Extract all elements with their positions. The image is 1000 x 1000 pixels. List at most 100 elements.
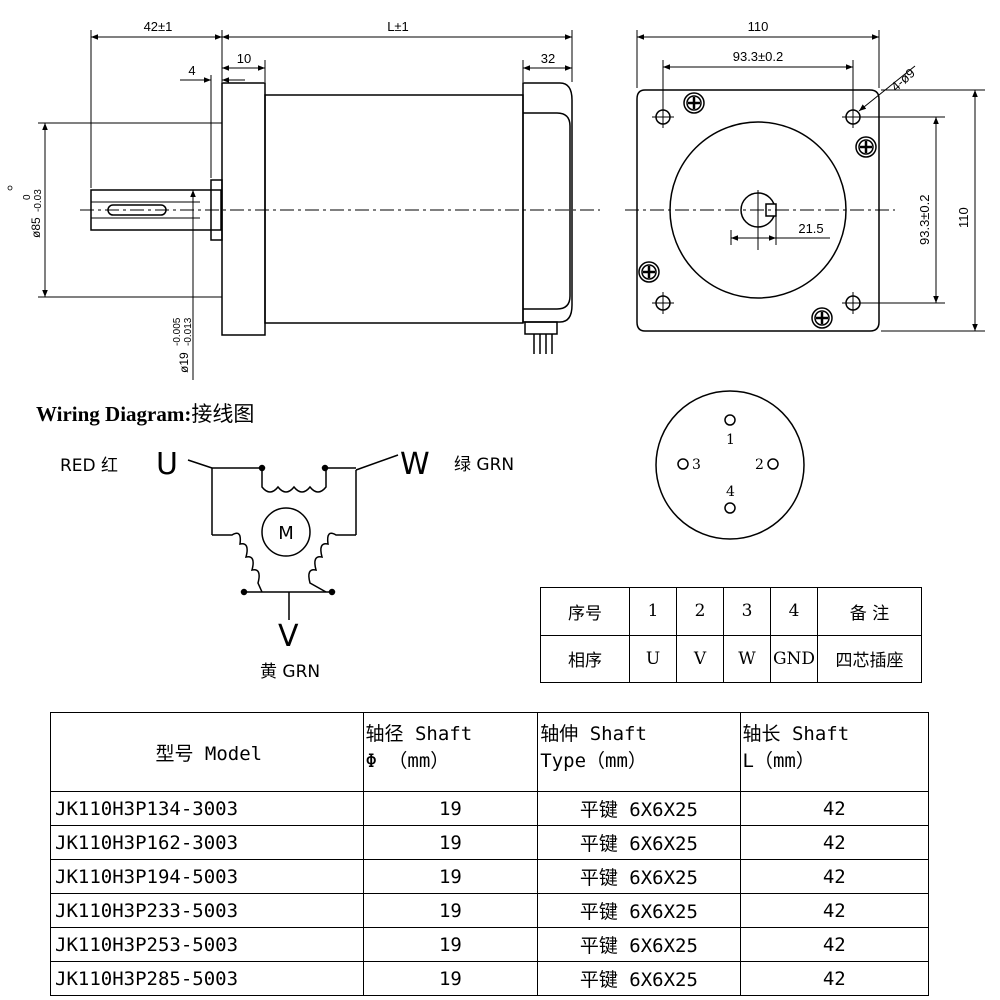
dim-boss: 4 [188, 63, 195, 78]
wiring-labels: RED 红 U W 绿 GRN V 黄 GRN M [60, 447, 514, 682]
header-text: 轴长 Shaft [742, 723, 850, 745]
model-cell: JK110H3P194-5003 [50, 859, 364, 894]
pin-4-label: 4 [726, 484, 735, 500]
pin-cell: U [629, 634, 677, 683]
shaft-len-cell: 42 [739, 859, 930, 894]
shaft-type-cell: 平键 6X6X25 [537, 791, 741, 826]
pin-cell: 4 [770, 587, 818, 636]
dim-body-length: L±1 [387, 19, 409, 34]
shaft-type-cell: 平键 6X6X25 [537, 825, 741, 860]
pin-2 [767, 458, 779, 470]
pin-table-row: 序号 1 2 3 4 备 注 [540, 587, 922, 636]
pin-cell: 3 [723, 587, 771, 636]
shaft-len-cell: 42 [739, 927, 930, 962]
wiring-title-en: Wiring Diagram: [36, 402, 192, 426]
dim-pilot-dia: ø85 [29, 217, 43, 238]
shaft-dia-cell: 19 [362, 859, 539, 894]
wiring-diagram [187, 454, 399, 620]
pin-cell: 1 [629, 587, 677, 636]
front-flange [636, 89, 880, 332]
shaft-type-cell: 平键 6X6X25 [537, 961, 741, 996]
connector-diagram [655, 390, 805, 540]
side-view [7, 30, 600, 380]
pin-cell: W [723, 634, 771, 683]
shaft-type-cell: 平键 6X6X25 [537, 859, 741, 894]
shaft-dia-cell: 19 [362, 791, 539, 826]
table-row: JK110H3P285-5003 19 平键 6X6X25 42 [50, 961, 930, 996]
dim-rear: 32 [541, 51, 555, 66]
screw-icon [855, 136, 877, 158]
header-text: Φ （mm） [365, 750, 450, 772]
dim-height: 110 [956, 207, 971, 228]
motor-symbol [261, 507, 311, 557]
pin-cell: 序号 [540, 587, 630, 636]
w-phase-label: 绿 GRN [454, 455, 514, 475]
header-shaft-dia: 轴径 Shaft Φ （mm） [362, 712, 539, 792]
u-phase-label: RED 红 [60, 456, 118, 476]
v-phase-label: 黄 GRN [260, 662, 320, 682]
model-cell: JK110H3P233-5003 [50, 893, 364, 928]
pin-cell: GND [770, 634, 818, 683]
header-text: Type（mm） [540, 750, 647, 772]
coil-right [308, 532, 356, 593]
connector-labels: 1 2 3 4 [692, 432, 764, 500]
pin-3-label: 3 [692, 457, 701, 473]
dim-shaft-tol-dn: -0.013 [183, 317, 194, 346]
table-row: JK110H3P233-5003 19 平键 6X6X25 42 [50, 893, 930, 928]
v-phase-letter: V [278, 619, 299, 654]
pin-cell: 相序 [540, 634, 630, 683]
table-row: JK110H3P194-5003 19 平键 6X6X25 42 [50, 859, 930, 894]
dim-hole-span-v: 93.3±0.2 [917, 194, 932, 245]
pin-cell: 2 [676, 587, 724, 636]
rear-cap [522, 82, 573, 323]
header-model: 型号 Model [50, 712, 364, 792]
u-phase-letter: U [156, 447, 178, 482]
header-text: 轴径 Shaft [365, 723, 473, 745]
dim-flange-thickness: 10 [237, 51, 251, 66]
shaft-dia-cell: 19 [362, 961, 539, 996]
dim-pilot-tol-up: 0 [22, 194, 33, 200]
table-row: JK110H3P253-5003 19 平键 6X6X25 42 [50, 927, 930, 962]
model-cell: JK110H3P285-5003 [50, 961, 364, 996]
shaft-dia-cell: 19 [362, 927, 539, 962]
pin-cell: 四芯插座 [817, 634, 922, 683]
coil-top [261, 468, 327, 493]
dim-shaft-dia: ø19 [177, 352, 191, 373]
connector-outline [655, 390, 805, 540]
screw-icon [638, 261, 660, 283]
table-row: JK110H3P162-3003 19 平键 6X6X25 42 [50, 825, 930, 860]
wiring-title-cn: 接线图 [191, 402, 255, 426]
pin-4 [724, 502, 736, 514]
pin-1-label: 1 [726, 432, 735, 448]
table-row: JK110H3P134-3003 19 平键 6X6X25 42 [50, 791, 930, 826]
shaft-dia-cell: 19 [362, 893, 539, 928]
motor-flange [221, 82, 266, 336]
w-phase-letter: W [400, 447, 430, 482]
screw-icon [811, 307, 833, 329]
shaft-len-cell: 42 [739, 961, 930, 996]
dim-pilot-tol-dn: -0.03 [33, 189, 44, 212]
shaft-len-cell: 42 [739, 825, 930, 860]
screw-icon [683, 92, 705, 114]
pin-table: 序号 1 2 3 4 备 注 相序 U V W GND 四芯插座 [540, 587, 922, 683]
dim-hole-span-h: 93.3±0.2 [733, 49, 784, 64]
pin-3 [677, 458, 689, 470]
dim-shaft-tol-up: -0.005 [172, 317, 183, 346]
shaft-type-cell: 平键 6X6X25 [537, 927, 741, 962]
motor-body [264, 94, 524, 324]
dim-flange-length: 42±1 [144, 19, 173, 34]
header-text: L（mm） [742, 750, 815, 772]
model-cell: JK110H3P253-5003 [50, 927, 364, 962]
shaft-dia-cell: 19 [362, 825, 539, 860]
side-view-labels: 42±1 L±1 10 4 32 ø85 0 -0.03 ø19 -0.005 … [22, 19, 555, 373]
header-text: 轴伸 Shaft [540, 723, 647, 745]
front-view [625, 30, 985, 332]
pin-1 [724, 414, 736, 426]
pin-cell: 备 注 [817, 587, 922, 636]
shaft-len-cell: 42 [739, 791, 930, 826]
shaft-len-cell: 42 [739, 893, 930, 928]
